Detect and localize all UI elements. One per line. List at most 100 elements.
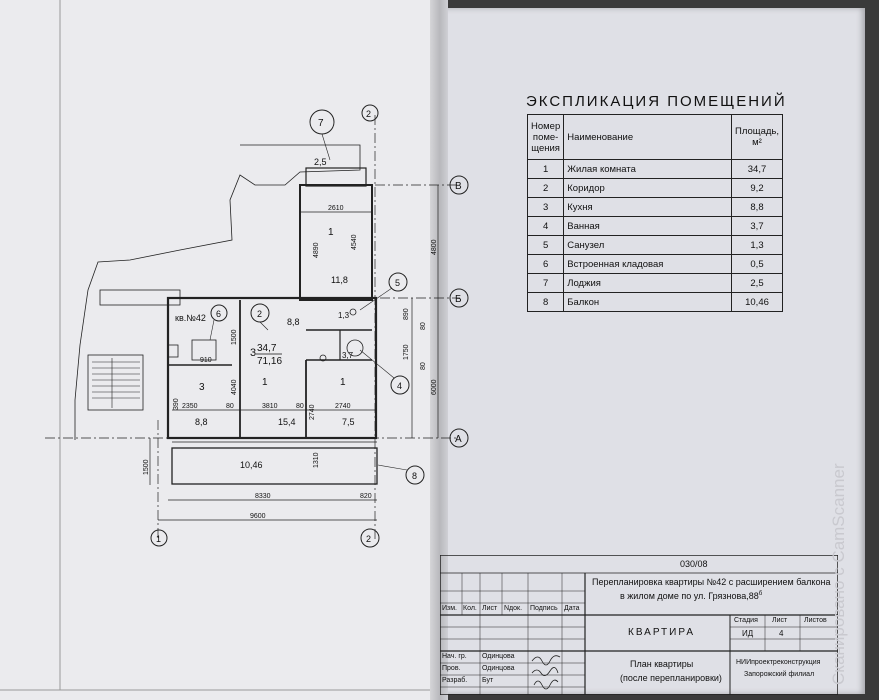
apartment-total-area: 71,16: [257, 356, 282, 367]
header-number-line3: щения: [531, 142, 560, 154]
project-address: в жилом доме по ул. Грязнова,88: [620, 591, 759, 601]
object-name: КВАРТИРА: [628, 627, 696, 638]
axis-number-2: 2: [366, 534, 371, 544]
dim-2350: 2350: [182, 403, 198, 410]
sheets-label: Листов: [804, 617, 827, 624]
dim-2740-h: 2740: [335, 403, 351, 410]
row-area: 0,5: [731, 254, 783, 274]
row-number: 3: [526, 197, 565, 217]
axis-number-1: 1: [156, 534, 161, 544]
role-3: Разраб.: [442, 677, 468, 684]
row-number: 6: [526, 254, 565, 274]
role-2-name: Одинцова: [482, 665, 515, 672]
header-area-line2: м²: [752, 137, 762, 148]
dim-8330: 8330: [255, 493, 271, 500]
dim-80-c: 80: [226, 403, 234, 410]
sheet-value: 4: [779, 629, 784, 638]
dim-80-a: 80: [420, 322, 427, 330]
row-name: Балкон: [563, 292, 732, 312]
page-fold: [430, 0, 448, 700]
row-name: Кухня: [563, 197, 732, 217]
dim-390: 390: [173, 398, 180, 410]
area-balcony: 10,46: [240, 460, 263, 470]
axis-letter-a: А: [455, 434, 462, 445]
area-corridor: 8,8: [287, 317, 300, 327]
role-3-name: Бут: [482, 677, 494, 684]
apartment-label: кв.№42: [175, 313, 206, 323]
row-number: 7: [526, 273, 565, 293]
callout-5: 5: [395, 278, 400, 288]
stage-label: Стадия: [734, 617, 758, 624]
stage-value: ИД: [742, 629, 754, 638]
callout-8: 8: [412, 471, 417, 481]
explication-title: ЭКСПЛИКАЦИЯ ПОМЕЩЕНИЙ: [526, 93, 787, 110]
col-kol: Кол.: [463, 605, 477, 612]
header-number-line2: поме-: [532, 131, 559, 143]
row-number: 8: [526, 292, 565, 312]
dim-9600: 9600: [250, 513, 266, 520]
sheet-title-2: (после перепланировки): [620, 673, 722, 683]
axis-letter-v: В: [455, 181, 462, 192]
row-area: 1,3: [731, 235, 783, 255]
title-block: 030/08 Перепланировка квартиры №42 с рас…: [440, 555, 838, 695]
row-name: Жилая комната: [563, 159, 732, 179]
dim-4540: 4540: [351, 234, 358, 250]
dim-6000: 6000: [431, 379, 438, 395]
dim-4040: 4040: [231, 379, 238, 395]
row-number: 5: [526, 235, 565, 255]
dim-2740-v: 2740: [309, 404, 316, 420]
col-list: Лист: [482, 605, 498, 612]
room-number-kitchen: 3: [199, 382, 205, 393]
col-data: Дата: [564, 605, 580, 612]
role-2: Пров.: [442, 665, 461, 672]
callout-2: 2: [257, 309, 262, 319]
row-name: Ванная: [563, 216, 732, 236]
center-room-number: 3: [250, 347, 256, 359]
project-code: 030/08: [680, 559, 708, 569]
project-line-2: в жилом доме по ул. Грязнова,88б: [620, 591, 762, 601]
area-wc: 1,3: [338, 311, 350, 320]
col-ndok: Nдок.: [504, 605, 523, 612]
role-1: Нач. гр.: [442, 653, 467, 660]
header-number: Номер поме- щения: [526, 114, 565, 160]
row-area: 8,8: [731, 197, 783, 217]
col-podpis: Подпись: [530, 605, 558, 612]
dim-1310: 1310: [313, 452, 320, 468]
row-area: 2,5: [731, 273, 783, 293]
title-block-grid: [440, 555, 838, 695]
row-name: Встроенная кладовая: [563, 254, 732, 274]
center-room-area: 34,7: [257, 343, 277, 354]
dim-4800: 4800: [431, 239, 438, 255]
row-area: 3,7: [731, 216, 783, 236]
dim-80-d: 80: [296, 403, 304, 410]
dim-890: 890: [403, 308, 410, 320]
dim-4890: 4890: [313, 242, 320, 258]
area-room-top: 11,8: [331, 275, 348, 285]
role-1-name: Одинцова: [482, 653, 515, 660]
area-kitchen: 8,8: [195, 417, 208, 427]
row-number: 4: [526, 216, 565, 236]
callout-6: 6: [216, 309, 221, 319]
dim-1500-bottom: 1500: [143, 459, 150, 475]
room-number-right: 1: [340, 377, 346, 388]
area-room-right: 7,5: [342, 417, 355, 427]
org-branch: Запорожский филиал: [744, 671, 815, 678]
sheet-label: Лист: [772, 617, 788, 624]
header-area: Площадь, м²: [731, 114, 783, 160]
signature-scribbles: [531, 655, 561, 690]
org-name: НИИпроектреконструкция: [736, 659, 821, 666]
area-room-center: 15,4: [278, 417, 296, 427]
project-address-sup: б: [758, 591, 763, 597]
project-line-1: Перепланировка квартиры №42 с расширение…: [592, 577, 831, 587]
explication-table: Номер поме- щения Наименование Площадь, …: [526, 114, 783, 312]
left-page: [0, 0, 440, 700]
dim-2610: 2610: [328, 205, 344, 212]
